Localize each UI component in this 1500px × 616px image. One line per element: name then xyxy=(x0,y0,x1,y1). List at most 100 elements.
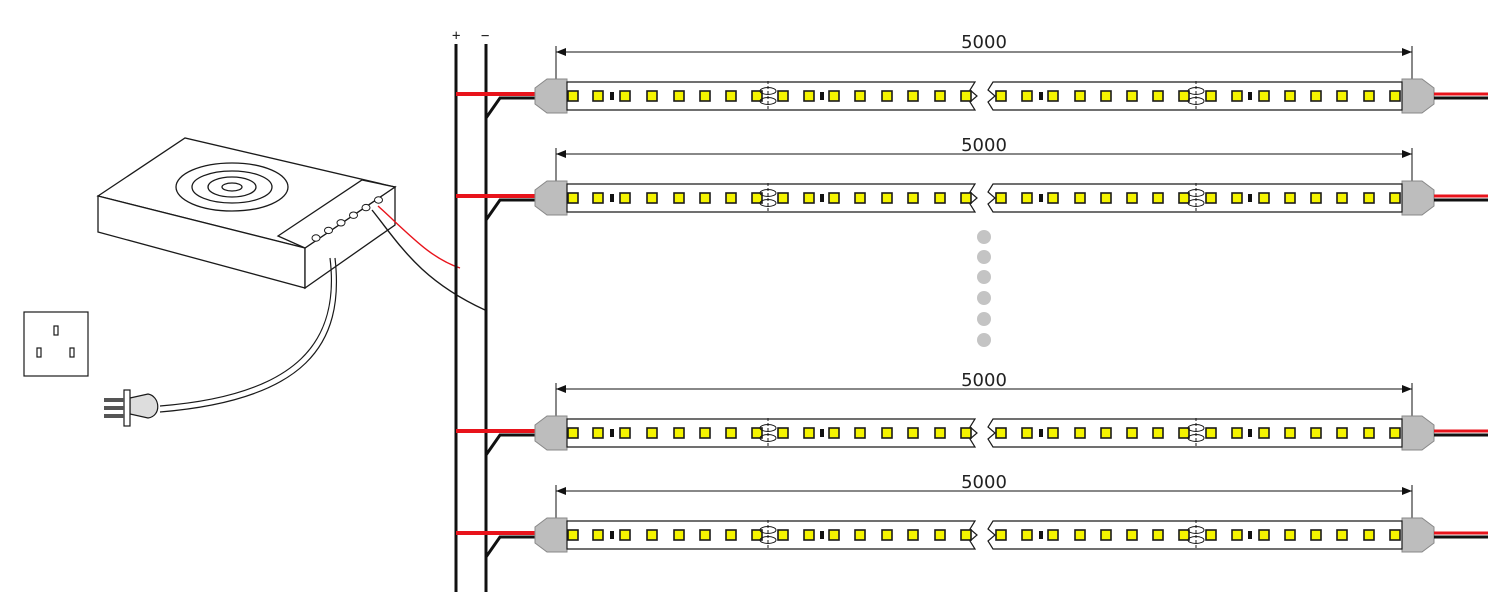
led-chip-icon xyxy=(1178,427,1190,439)
end-cap xyxy=(534,180,568,216)
psu-negative-wire xyxy=(371,209,486,311)
led-chip-icon xyxy=(699,427,711,439)
power-cord-outline xyxy=(159,257,338,413)
cut-mark-icon xyxy=(759,81,777,111)
strip-length-label: 5000 xyxy=(961,32,1007,53)
led-chip-icon xyxy=(777,529,789,541)
led-chip-icon xyxy=(1074,427,1086,439)
led-chip-icon xyxy=(1021,90,1033,102)
led-strip: 5000 xyxy=(456,32,1488,119)
led-chip-icon xyxy=(1310,427,1322,439)
cut-mark-icon xyxy=(1187,81,1205,111)
led-chip-icon xyxy=(567,427,579,439)
led-chip-icon xyxy=(1178,90,1190,102)
led-chip-icon xyxy=(1336,192,1348,204)
led-chip-icon xyxy=(907,90,919,102)
led-chip-icon xyxy=(960,90,972,102)
dimension-arrow xyxy=(556,385,566,393)
end-cap xyxy=(534,517,568,553)
bus-minus-label: − xyxy=(481,28,489,44)
end-cap xyxy=(534,415,568,451)
cut-mark-icon xyxy=(1187,183,1205,213)
ellipsis-dot xyxy=(977,291,991,305)
led-chip-icon xyxy=(777,90,789,102)
led-chip-icon xyxy=(881,427,893,439)
led-chip-icon xyxy=(881,529,893,541)
led-chip-icon xyxy=(1231,529,1243,541)
terminal-screw xyxy=(324,226,333,235)
led-chip-icon xyxy=(751,192,763,204)
led-chip-icon xyxy=(673,529,685,541)
led-chip-icon xyxy=(854,427,866,439)
cut-mark-icon xyxy=(759,520,777,550)
end-cap xyxy=(1401,517,1435,553)
cut-mark-icon xyxy=(1187,418,1205,448)
end-cap xyxy=(534,78,568,114)
led-chip-icon xyxy=(1047,529,1059,541)
resistor-icon xyxy=(820,194,824,202)
led-chip-icon xyxy=(646,529,658,541)
strip-body xyxy=(566,520,978,550)
dimension-arrow xyxy=(556,150,566,158)
led-chip-icon xyxy=(673,427,685,439)
led-strip: 5000 xyxy=(456,472,1488,558)
led-chip-icon xyxy=(1258,192,1270,204)
led-chip-icon xyxy=(1047,427,1059,439)
led-chip-icon xyxy=(619,427,631,439)
led-chip-icon xyxy=(1284,529,1296,541)
dimension-arrow xyxy=(1402,48,1412,56)
led-chip-icon xyxy=(803,529,815,541)
led-chip-icon xyxy=(1021,192,1033,204)
led-chip-icon xyxy=(1336,90,1348,102)
resistor-icon xyxy=(1039,92,1043,100)
led-chip-icon xyxy=(881,192,893,204)
led-chip-icon xyxy=(828,427,840,439)
led-chip-icon xyxy=(1389,90,1401,102)
strip-body xyxy=(566,81,978,111)
led-chip-icon xyxy=(1363,90,1375,102)
resistor-icon xyxy=(820,429,824,437)
resistor-icon xyxy=(1039,194,1043,202)
dimension-arrow xyxy=(556,487,566,495)
led-chip-icon xyxy=(934,192,946,204)
led-chip-icon xyxy=(1074,192,1086,204)
led-chip-icon xyxy=(699,90,711,102)
ellipsis-dot xyxy=(977,230,991,244)
cut-mark-icon xyxy=(759,183,777,213)
led-chip-icon xyxy=(592,529,604,541)
led-chip-icon xyxy=(592,427,604,439)
strip-body xyxy=(987,81,1403,111)
power-plug-icon xyxy=(104,389,159,427)
terminal-screw xyxy=(349,211,358,219)
led-chip-icon xyxy=(1258,529,1270,541)
led-chip-icon xyxy=(725,192,737,204)
led-chip-icon xyxy=(592,90,604,102)
led-chip-icon xyxy=(960,427,972,439)
led-chip-icon xyxy=(567,529,579,541)
led-chip-icon xyxy=(828,529,840,541)
led-chip-icon xyxy=(854,529,866,541)
led-chip-icon xyxy=(803,427,815,439)
led-chip-icon xyxy=(673,90,685,102)
led-chip-icon xyxy=(1152,427,1164,439)
led-chip-icon xyxy=(907,529,919,541)
terminal-screw xyxy=(361,203,371,212)
led-chip-icon xyxy=(1231,427,1243,439)
end-cap xyxy=(1401,415,1435,451)
led-chip-icon xyxy=(995,192,1007,204)
led-chip-icon xyxy=(1336,427,1348,439)
led-chip-icon xyxy=(619,90,631,102)
led-chip-icon xyxy=(619,192,631,204)
led-chip-icon xyxy=(881,90,893,102)
led-chip-icon xyxy=(1074,529,1086,541)
feed-wire-negative xyxy=(484,198,536,221)
led-chip-icon xyxy=(1310,90,1322,102)
resistor-icon xyxy=(1248,531,1252,539)
led-chip-icon xyxy=(1231,192,1243,204)
led-chip-icon xyxy=(803,90,815,102)
led-chip-icon xyxy=(725,90,737,102)
led-strip: 5000 xyxy=(456,370,1488,456)
led-chip-icon xyxy=(934,427,946,439)
ellipsis-dot xyxy=(977,250,991,264)
led-chip-icon xyxy=(995,90,1007,102)
